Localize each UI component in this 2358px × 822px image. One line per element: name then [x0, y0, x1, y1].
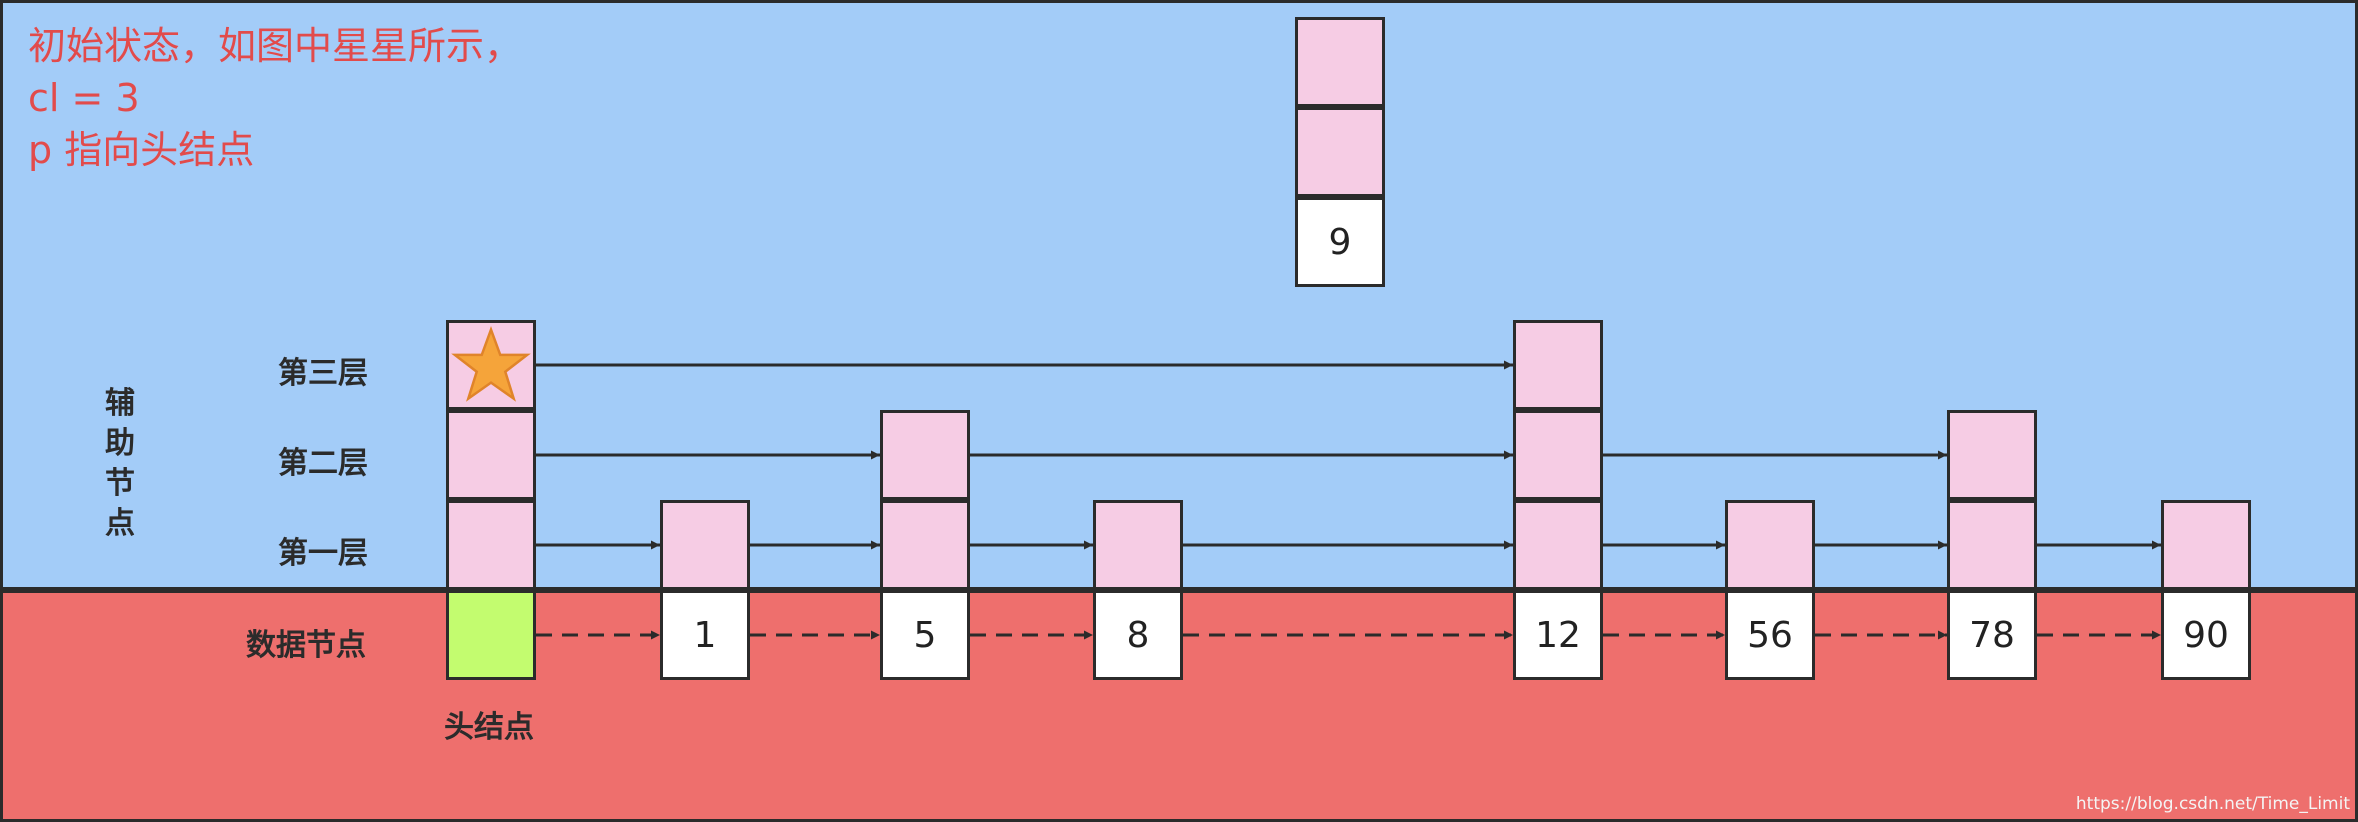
index-cell-level-2: [1513, 410, 1603, 500]
data-node-cell: 90: [2161, 590, 2251, 680]
index-cell-level-1: [2161, 500, 2251, 590]
side-label-char: 辅: [105, 386, 135, 421]
new-node-data-cell: 9: [1295, 197, 1385, 287]
data-node-cell: 1: [660, 590, 750, 680]
index-cell-level-1: [1093, 500, 1183, 590]
note-line-cl: cl = 3: [28, 76, 140, 120]
index-cell-level-1: [1947, 500, 2037, 590]
index-cell-level-3: [1513, 320, 1603, 410]
level-1-label: 第一层: [278, 536, 368, 571]
index-cell-level-1: [1513, 500, 1603, 590]
head-index-cell-level-3: [446, 320, 536, 410]
index-cell-level-1: [1725, 500, 1815, 590]
data-node-cell: 12: [1513, 590, 1603, 680]
data-node-cell: 5: [880, 590, 970, 680]
head-index-cell-level-1: [446, 500, 536, 590]
head-node-label: 头结点: [444, 710, 534, 745]
side-label-char: 点: [105, 506, 135, 541]
head-index-cell-level-2: [446, 410, 536, 500]
head-data-cell: [446, 590, 536, 680]
side-label-char: 节: [105, 466, 135, 501]
new-node-index-cell: [1295, 107, 1385, 197]
index-cell-level-2: [880, 410, 970, 500]
new-node-index-cell: [1295, 17, 1385, 107]
data-node-cell: 8: [1093, 590, 1183, 680]
side-label-char: 助: [105, 426, 135, 461]
level-3-label: 第三层: [278, 356, 368, 391]
index-cell-level-1: [660, 500, 750, 590]
watermark: https://blog.csdn.net/Time_Limit: [2075, 794, 2350, 814]
data-node-cell: 56: [1725, 590, 1815, 680]
index-cell-level-1: [880, 500, 970, 590]
index-cell-level-2: [1947, 410, 2037, 500]
data-node-cell: 78: [1947, 590, 2037, 680]
level-2-label: 第二层: [278, 446, 368, 481]
data-level-label: 数据节点: [246, 628, 366, 663]
star-icon: [451, 326, 531, 402]
note-line-p: p 指向头结点: [28, 128, 255, 172]
note-line-state: 初始状态，如图中星星所示，: [28, 24, 523, 68]
